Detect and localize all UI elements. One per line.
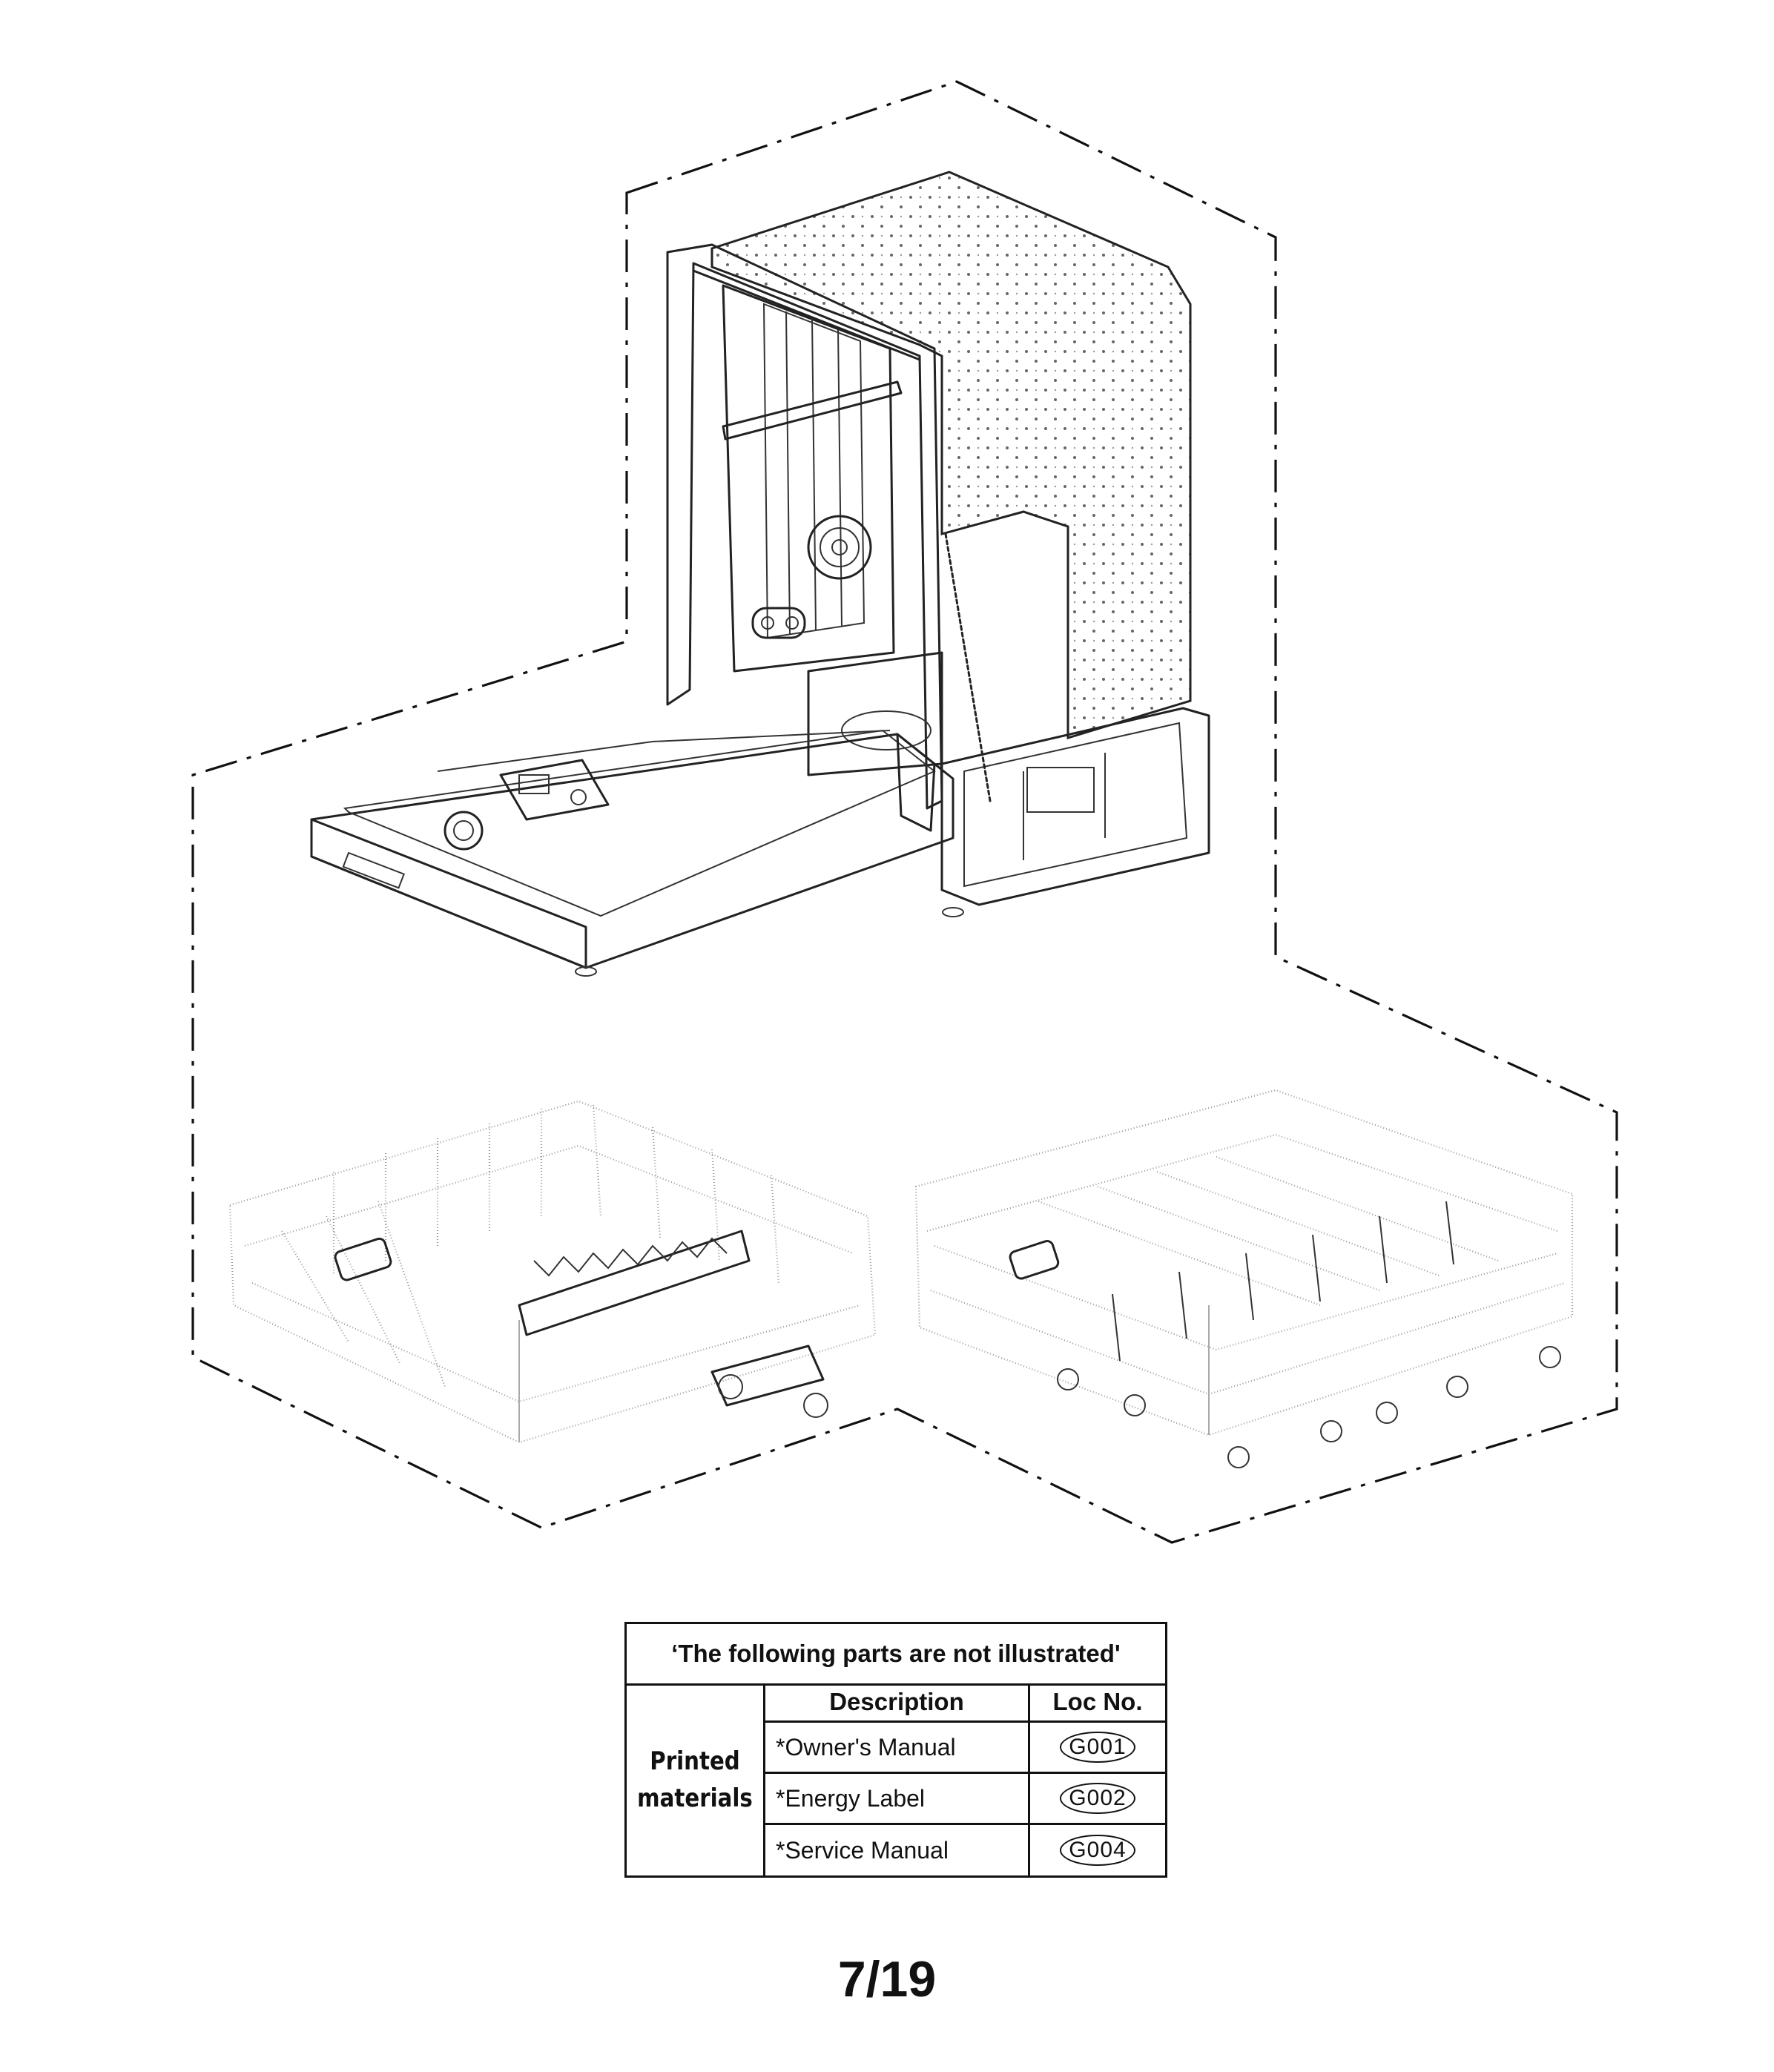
description-header: Description — [765, 1683, 1030, 1723]
dishwasher-tub-assembly — [310, 171, 1210, 977]
table-row-loc: G004 — [1030, 1825, 1165, 1875]
group-label-line2: materials — [637, 1783, 753, 1813]
loc-no-header: Loc No. — [1030, 1683, 1165, 1723]
group-label-line1: Printed — [650, 1746, 740, 1776]
page-number: 7/19 — [837, 1951, 937, 2007]
table-row-loc: G002 — [1030, 1774, 1165, 1825]
group-label: Printed materials — [636, 1683, 754, 1875]
upper-dish-rack — [228, 1100, 877, 1444]
table-row-loc: G001 — [1030, 1723, 1165, 1774]
loc-code-badge: G004 — [1060, 1835, 1135, 1866]
rack-wheels — [1057, 1346, 1561, 1468]
table-row-description: *Service Manual — [765, 1825, 1030, 1875]
loc-code-badge: G002 — [1060, 1783, 1135, 1814]
not-illustrated-parts-table: ‘The following parts are not illustrated… — [624, 1622, 1167, 1878]
insulation-blanket — [710, 171, 1192, 740]
table-row-description: *Energy Label — [765, 1774, 1030, 1825]
table-row-description: *Owner's Manual — [765, 1723, 1030, 1774]
table-title: ‘The following parts are not illustrated… — [627, 1624, 1165, 1686]
assembly-boundary-outline — [191, 80, 1618, 1544]
loc-code-badge: G001 — [1060, 1732, 1135, 1763]
lower-dish-rack — [914, 1089, 1574, 1468]
